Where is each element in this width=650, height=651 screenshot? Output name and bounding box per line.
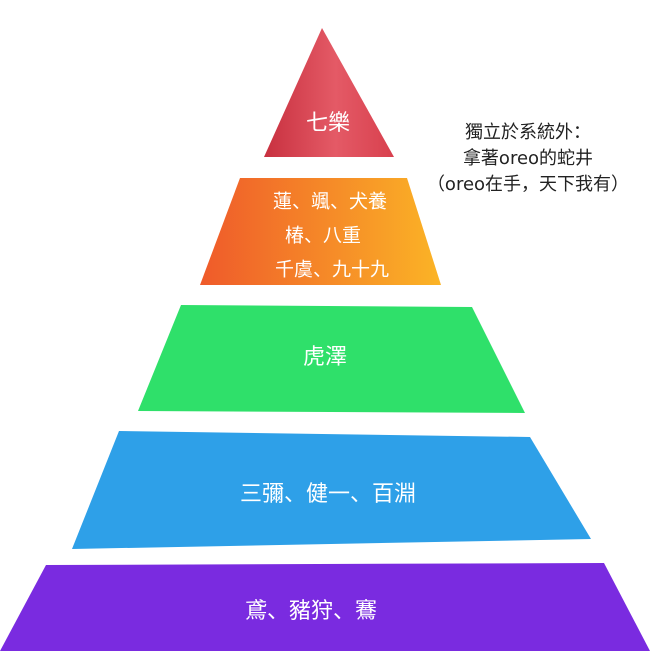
- pyramid-tier-4: 三彌、健一、百淵: [72, 431, 591, 549]
- pyramid-tier-5: 鳶、豬狩、鶱: [0, 563, 650, 651]
- tier-4-shape: [72, 431, 591, 549]
- tier-2-label-line-1: 蓮、颯、犬養: [273, 191, 387, 213]
- tier-2-label-line-2: 椿、八重: [285, 225, 361, 247]
- pyramid-tier-2: 蓮、颯、犬養 椿、八重 千虞、九十九: [200, 178, 441, 285]
- tier-1-label: 七樂: [306, 111, 350, 136]
- pyramid-tier-1: 七樂: [264, 28, 394, 157]
- side-note-line-3: （oreo在手，天下我有）: [426, 174, 630, 195]
- tier-3-label: 虎澤: [303, 345, 347, 370]
- side-note-line-2: 拿著oreo的蛇井: [462, 148, 594, 169]
- side-note: 獨立於系統外： 拿著oreo的蛇井 （oreo在手，天下我有）: [412, 120, 644, 198]
- pyramid-tier-3: 虎澤: [138, 305, 525, 413]
- tier-4-label: 三彌、健一、百淵: [240, 482, 416, 507]
- tier-1-shape: [264, 28, 394, 157]
- tier-5-shape: [0, 563, 650, 651]
- side-note-line-1: 獨立於系統外：: [465, 122, 591, 143]
- tier-5-label: 鳶、豬狩、鶱: [245, 599, 377, 624]
- tier-3-shape: [138, 305, 525, 413]
- tier-2-shape: [200, 178, 441, 285]
- tier-2-label-line-3: 千虞、九十九: [275, 259, 389, 281]
